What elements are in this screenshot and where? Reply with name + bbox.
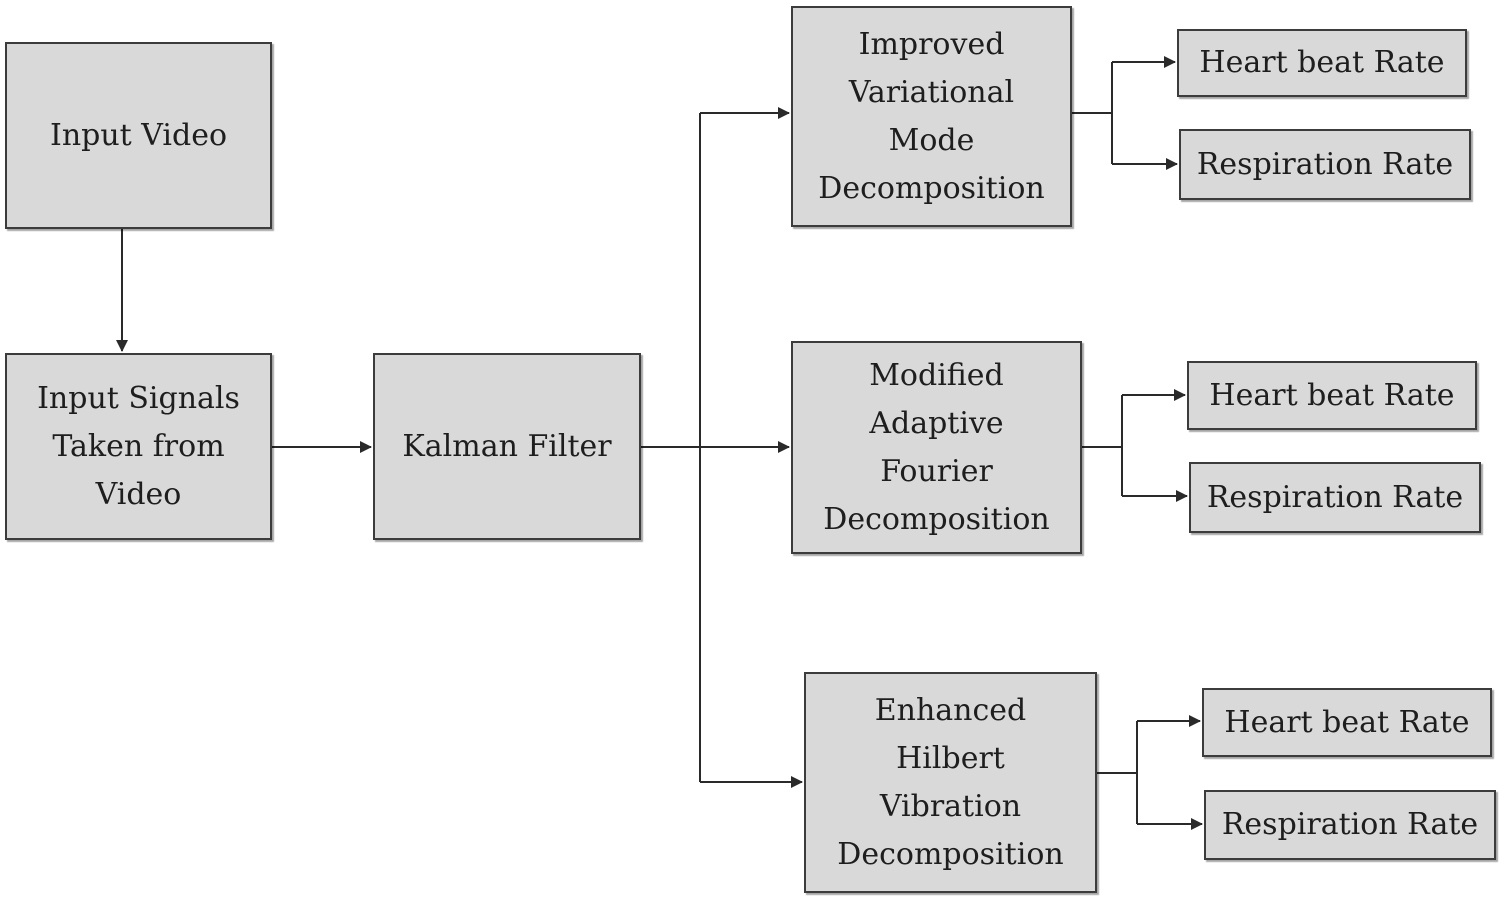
- ivmd-heart-rate-box: Heart beat Rate: [1177, 29, 1467, 97]
- input-video-label: Input Video: [49, 117, 228, 153]
- ehvd-heart-rate-label: Heart beat Rate: [1224, 704, 1470, 740]
- mafd-heart-rate-label: Heart beat Rate: [1209, 377, 1455, 413]
- ivmd-box: Improved Variational Mode Decomposition: [791, 6, 1072, 227]
- ehvd-heart-rate-box: Heart beat Rate: [1202, 688, 1492, 757]
- ehvd-respiration-rate-box: Respiration Rate: [1204, 790, 1496, 860]
- mafd-respiration-rate-box: Respiration Rate: [1189, 462, 1481, 533]
- ivmd-respiration-rate-label: Respiration Rate: [1196, 146, 1454, 182]
- input-video-box: Input Video: [5, 42, 272, 229]
- input-signals-line-2: Taken from: [52, 428, 225, 464]
- ivmd-line-2: Variational: [848, 74, 1015, 110]
- ivmd-line-3: Mode: [888, 122, 975, 158]
- ehvd-respiration-rate-label: Respiration Rate: [1221, 807, 1479, 842]
- mafd-box: Modified Adaptive Fourier Decomposition: [791, 341, 1082, 554]
- ivmd-heart-rate-label: Heart beat Rate: [1199, 45, 1445, 80]
- kalman-filter-box: Kalman Filter: [373, 353, 641, 540]
- mafd-heart-rate-box: Heart beat Rate: [1187, 361, 1477, 430]
- mafd-line-3: Fourier: [880, 453, 993, 489]
- ehvd-box: Enhanced Hilbert Vibration Decomposition: [804, 672, 1097, 893]
- input-signals-box: Input Signals Taken from Video: [5, 353, 272, 540]
- mafd-respiration-rate-label: Respiration Rate: [1206, 479, 1464, 515]
- kalman-filter-label: Kalman Filter: [402, 428, 612, 464]
- ivmd-line-1: Improved: [858, 26, 1005, 62]
- input-signals-line-3: Video: [95, 476, 182, 512]
- input-signals-line-1: Input Signals: [37, 380, 240, 416]
- ivmd-respiration-rate-box: Respiration Rate: [1179, 129, 1471, 200]
- ehvd-line-4: Decomposition: [837, 836, 1064, 872]
- ehvd-line-1: Enhanced: [874, 692, 1027, 728]
- mafd-line-1: Modified: [869, 357, 1004, 393]
- ehvd-line-3: Vibration: [879, 788, 1022, 824]
- mafd-line-4: Decomposition: [823, 501, 1050, 537]
- mafd-line-2: Adaptive: [869, 405, 1004, 441]
- ivmd-line-4: Decomposition: [818, 170, 1045, 206]
- ehvd-line-2: Hilbert: [896, 740, 1005, 776]
